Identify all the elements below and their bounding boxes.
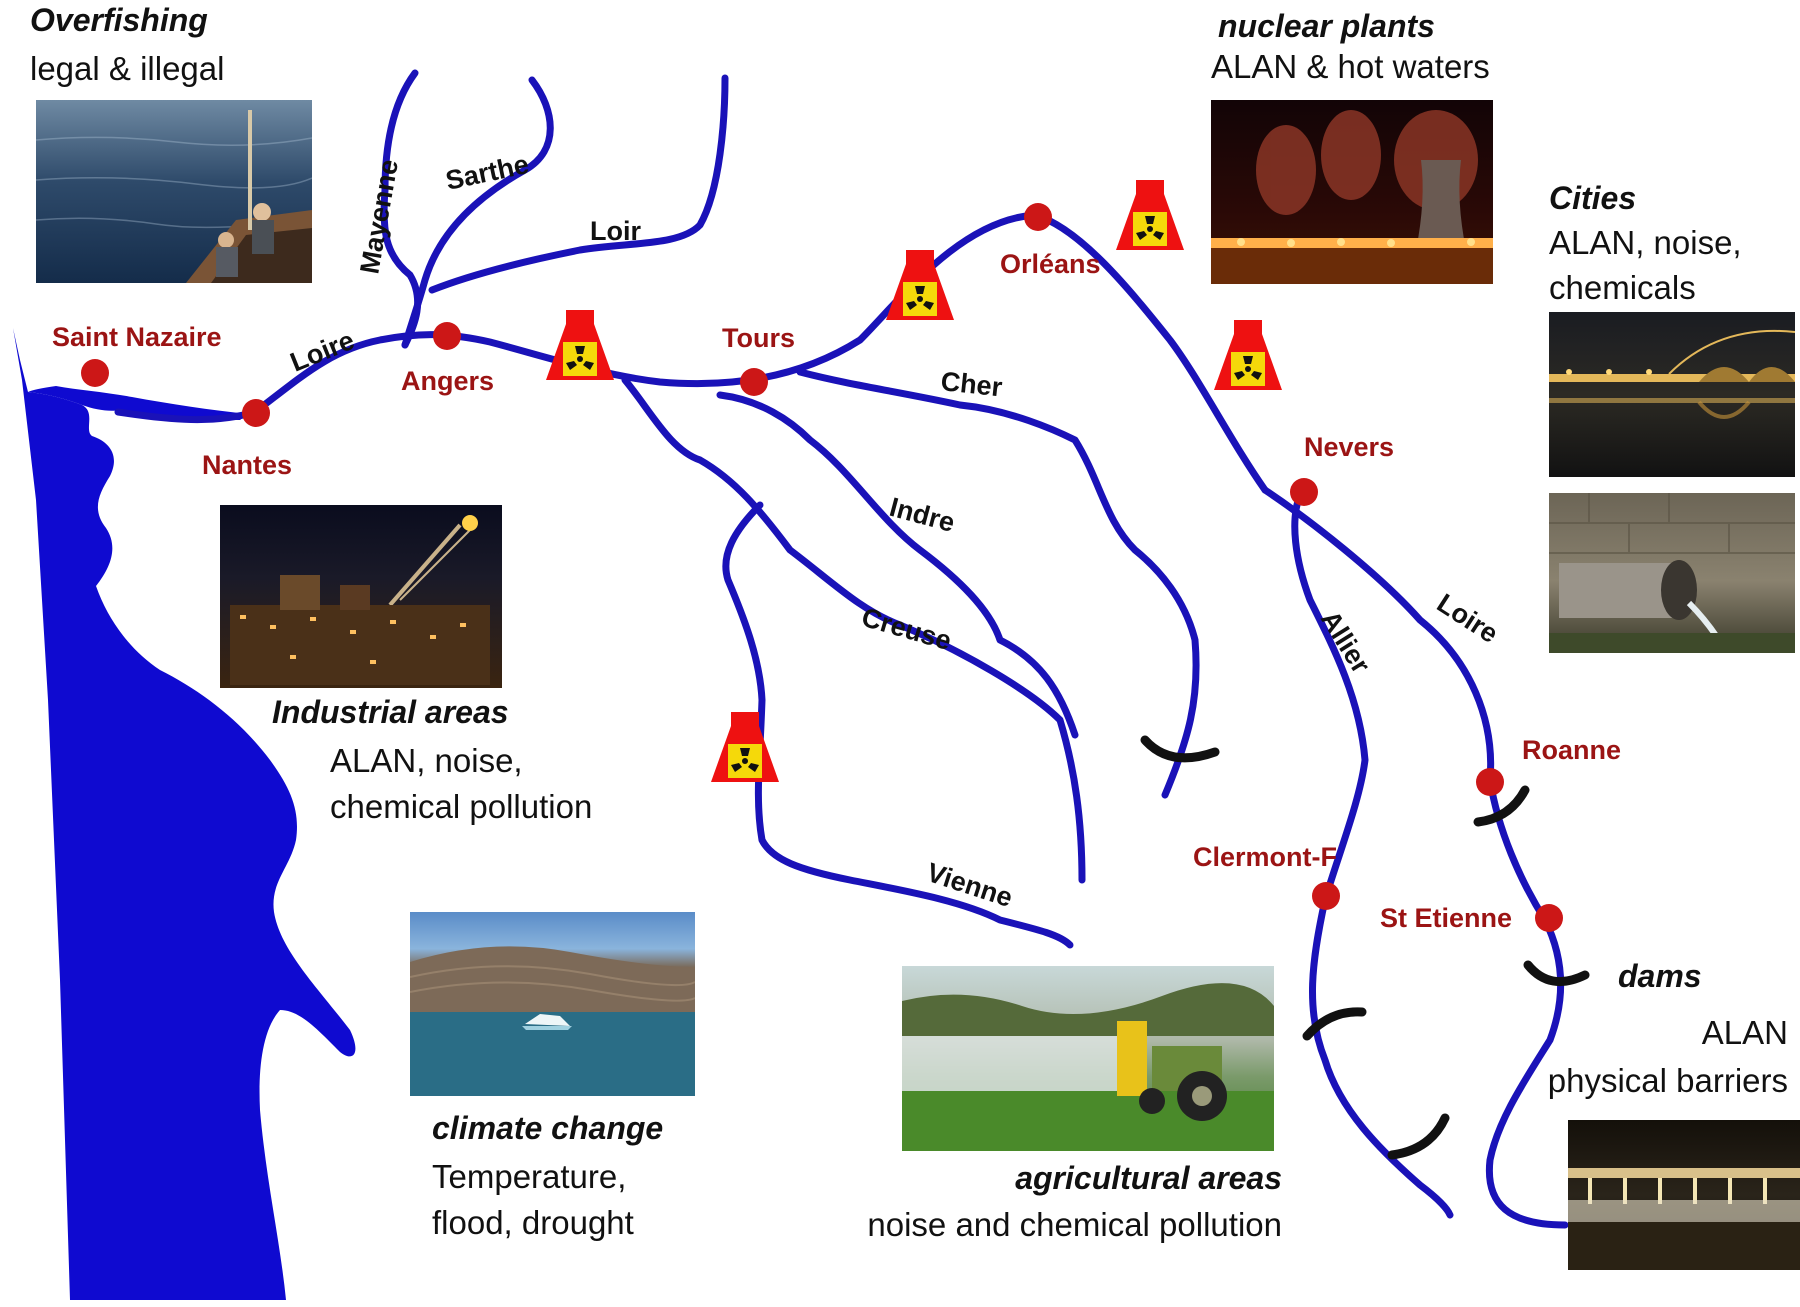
nuclear-plant-photo	[1211, 100, 1493, 284]
city-label-orleans: Orléans	[1000, 249, 1101, 279]
city-marker-icon	[1535, 904, 1563, 932]
industrial-detail-1: ALAN, noise,	[330, 742, 523, 779]
industrial-detail-2: chemical pollution	[330, 788, 593, 825]
river-sarthe	[401, 76, 554, 349]
city-label-angers: Angers	[401, 366, 494, 396]
city-label-saint-nazaire: Saint Nazaire	[52, 322, 222, 352]
city-marker-icon	[81, 359, 109, 387]
city-bridge-photo	[1549, 312, 1795, 477]
overfishing-photo	[36, 100, 312, 283]
city-label-clermont: Clermont-F	[1193, 842, 1337, 872]
overfishing-title: Overfishing	[30, 2, 208, 38]
river-label-cher: Cher	[939, 366, 1004, 402]
dams-detail-2: physical barriers	[1547, 1062, 1788, 1099]
overfishing-detail: legal & illegal	[30, 50, 225, 87]
river-cher	[796, 368, 1200, 799]
nuclear-detail: ALAN & hot waters	[1211, 48, 1490, 85]
industrial-area-photo	[220, 505, 502, 688]
river-loire-lower	[114, 211, 1269, 494]
city-marker-icon	[1290, 478, 1318, 506]
climate-title: climate change	[432, 1110, 664, 1146]
river-indre	[716, 391, 1079, 739]
city-marker-icon	[1312, 882, 1340, 910]
city-marker-icon	[1024, 203, 1052, 231]
river-label-loir: Loir	[590, 216, 641, 246]
dam-icon	[1523, 960, 1590, 986]
industrial-title: Industrial areas	[272, 694, 509, 730]
dams-detail-1: ALAN	[1701, 1014, 1788, 1051]
agricultural-area-photo	[902, 966, 1274, 1151]
atlantic-coast	[13, 328, 356, 1300]
nuclear-title: nuclear plants	[1218, 8, 1435, 44]
agricultural-title: agricultural areas	[1015, 1160, 1282, 1196]
dam-icon	[1387, 1113, 1450, 1160]
city-marker-icon	[433, 322, 461, 350]
river-loire-upper	[1261, 486, 1569, 1229]
river-loir	[428, 74, 729, 294]
dams-title: dams	[1618, 958, 1702, 994]
nuclear-plant-icon	[1116, 180, 1184, 250]
city-label-tours: Tours	[722, 323, 795, 353]
climate-change-photo	[410, 912, 695, 1096]
nuclear-plant-icon	[1214, 320, 1282, 390]
river-label-sarthe: Sarthe	[443, 149, 531, 196]
dam-icon	[1473, 785, 1530, 827]
cities-title: Cities	[1549, 180, 1637, 216]
city-label-nantes: Nantes	[202, 450, 292, 480]
city-sewage-pipe-photo	[1549, 493, 1795, 653]
cities-detail-1: ALAN, noise,	[1549, 224, 1742, 261]
climate-detail-2: flood, drought	[432, 1204, 634, 1241]
nuclear-plant-icon	[546, 310, 614, 380]
city-label-st-etienne: St Etienne	[1380, 903, 1512, 933]
city-marker-icon	[1476, 768, 1504, 796]
loire-estuary	[28, 386, 248, 420]
dam-photo	[1568, 1120, 1800, 1270]
cities-detail-2: chemicals	[1549, 269, 1696, 306]
dam-icon	[1140, 735, 1220, 763]
city-label-nevers: Nevers	[1304, 432, 1394, 462]
agricultural-detail: noise and chemical pollution	[867, 1206, 1282, 1243]
city-label-roanne: Roanne	[1522, 735, 1621, 765]
city-marker-icon	[740, 368, 768, 396]
dam-icon	[1302, 1007, 1367, 1041]
river-label-allier: Allier	[1315, 605, 1376, 679]
river-label-loire-lower: Loire	[286, 325, 358, 378]
city-marker-icon	[242, 399, 270, 427]
river-vienne	[722, 501, 1074, 949]
river-creuse	[621, 376, 1086, 884]
nuclear-plant-icon	[711, 712, 779, 782]
climate-detail-1: Temperature,	[432, 1158, 627, 1195]
river-label-creuse: Creuse	[858, 602, 954, 656]
